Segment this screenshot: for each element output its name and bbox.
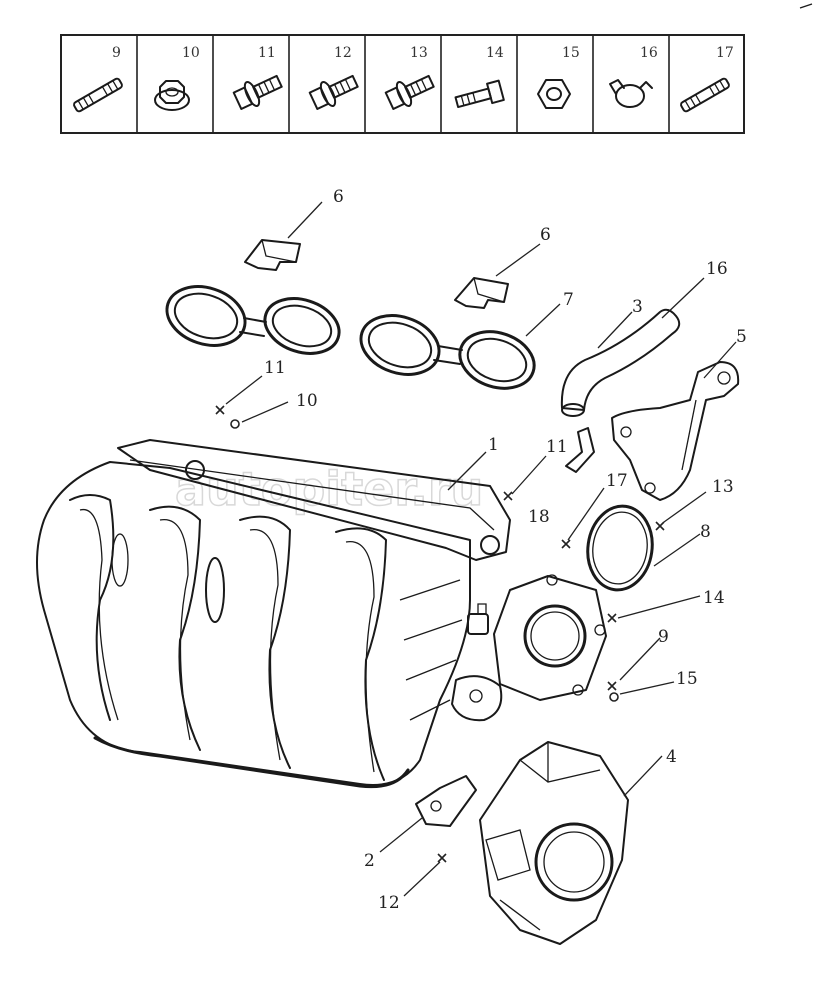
callout-3: 3 (632, 297, 643, 317)
hose-clamp-icon (609, 79, 653, 108)
cell-number-13: 13 (410, 45, 428, 61)
fastener-table: 9 10 11 12 13 14 15 16 17 (60, 34, 745, 134)
gasket-left (165, 285, 341, 355)
callout-6: 6 (333, 187, 344, 207)
hex-bolt-icon (454, 79, 505, 109)
stud-icon (680, 77, 730, 113)
callout-4: 4 (666, 747, 677, 767)
callout-2: 2 (364, 851, 375, 871)
o-ring-part-8 (586, 504, 654, 592)
callout-16: 16 (706, 259, 728, 279)
callout-10: 10 (296, 391, 318, 411)
flange-bolt-icon (384, 74, 435, 110)
throttle-flange (493, 574, 607, 701)
gasket-right (359, 314, 536, 390)
cell-number-9: 9 (112, 45, 121, 61)
callout-6: 6 (540, 225, 551, 245)
hex-nut-icon (537, 79, 571, 109)
fastener-marks (215, 405, 665, 863)
callout-12: 12 (378, 893, 400, 913)
cell-number-12: 12 (334, 45, 352, 61)
callout-9: 9 (658, 627, 669, 647)
stud-icon (73, 77, 123, 113)
cell-number-11: 11 (258, 45, 276, 61)
cell-number-14: 14 (486, 45, 504, 61)
callout-13: 13 (712, 477, 734, 497)
flange-bolt-icon (232, 74, 283, 110)
corner-mark (799, 3, 813, 9)
intake-manifold-part-1 (36, 439, 511, 789)
bracket-part-5 (611, 361, 740, 501)
hook-part-18 (565, 427, 595, 473)
clip-part-6-right (454, 277, 509, 309)
cell-number-16: 16 (640, 45, 658, 61)
callout-11: 11 (264, 358, 286, 378)
cell-number-17: 17 (716, 45, 734, 61)
sensor-bracket-part-2 (415, 775, 477, 827)
cell-number-15: 15 (562, 45, 580, 61)
callout-18: 18 (528, 507, 550, 527)
throttle-body-part-4 (479, 741, 629, 945)
callout-1: 1 (488, 435, 499, 455)
callout-7: 7 (563, 290, 574, 310)
flange-nut-icon (154, 80, 190, 111)
leader-lines (225, 201, 737, 897)
clip-part-6-left (244, 239, 301, 271)
callout-8: 8 (700, 522, 711, 542)
hose-part-3 (560, 308, 681, 417)
flange-bolt-icon (308, 74, 359, 110)
cell-number-10: 10 (182, 45, 200, 61)
callout-15: 15 (676, 669, 698, 689)
callout-11: 11 (546, 437, 568, 457)
callout-17: 17 (606, 471, 628, 491)
callout-5: 5 (736, 327, 747, 347)
callout-14: 14 (703, 588, 725, 608)
